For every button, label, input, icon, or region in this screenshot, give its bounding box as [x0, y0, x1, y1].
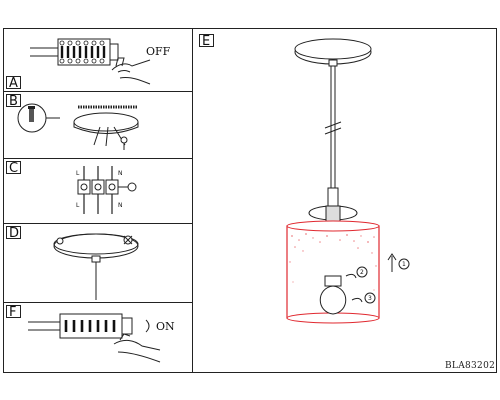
rotate-arrow-icon: [351, 297, 363, 303]
panel-d-label: D: [9, 226, 19, 241]
panel-f-label: F: [9, 305, 16, 320]
panel-f-label-box: [6, 305, 21, 318]
suspension-cable: [324, 66, 342, 188]
panel-b: B: [6, 94, 139, 150]
panel-c-label: C: [9, 161, 18, 176]
panel-b-label-box: [6, 94, 21, 107]
canopy: [53, 233, 139, 300]
bulb-icon: [319, 275, 347, 315]
hand-icon: [111, 57, 151, 85]
model-code: BLA83202: [445, 361, 495, 371]
panel-d: D: [6, 226, 139, 300]
shade-texture: [289, 233, 377, 291]
panel-a: A OFF: [6, 38, 171, 91]
ground-icon: [118, 182, 137, 192]
wire-label-bottom-l: L: [76, 202, 80, 209]
rotate-arrow-icon: [345, 273, 357, 279]
terminal-block-icon: [59, 313, 133, 339]
screw-icon: [17, 103, 60, 133]
panel-f: F ON: [6, 305, 175, 363]
panel-c: C L N L N: [6, 161, 137, 214]
wire-label-top-n: N: [118, 170, 123, 177]
step-3: 3: [368, 295, 372, 302]
panel-f-caption: ON: [156, 320, 175, 333]
hand-icon: [113, 333, 161, 363]
rotate-arrow-icon: [145, 319, 150, 333]
panel-d-label-box: [6, 226, 21, 239]
ceiling-plate: [73, 105, 139, 147]
panel-e-label-box: [199, 34, 214, 47]
panel-e: E: [199, 34, 495, 371]
ground-icon: [120, 136, 128, 150]
lamp-socket: [308, 187, 358, 223]
ceiling-canopy: [294, 38, 372, 67]
panel-a-caption: OFF: [146, 45, 171, 58]
wire-label-top-l: L: [76, 170, 80, 177]
panel-frames: [3, 28, 497, 373]
panel-e-label: E: [202, 34, 210, 49]
panel-a-label: A: [9, 76, 18, 91]
step-markers: [345, 253, 410, 304]
terminal-block-icon: [77, 179, 119, 195]
terminal-block-icon: [57, 38, 119, 66]
arrow-up-icon: [387, 253, 397, 272]
panel-b-label: B: [9, 94, 18, 109]
screw-icon: [56, 235, 133, 245]
wire-label-bottom-n: N: [118, 202, 123, 209]
panel-a-label-box: [6, 76, 21, 89]
panel-c-label-box: [6, 161, 21, 174]
step-1: 1: [402, 261, 406, 268]
step-2: 2: [360, 269, 364, 276]
glass-shade: [286, 220, 380, 324]
